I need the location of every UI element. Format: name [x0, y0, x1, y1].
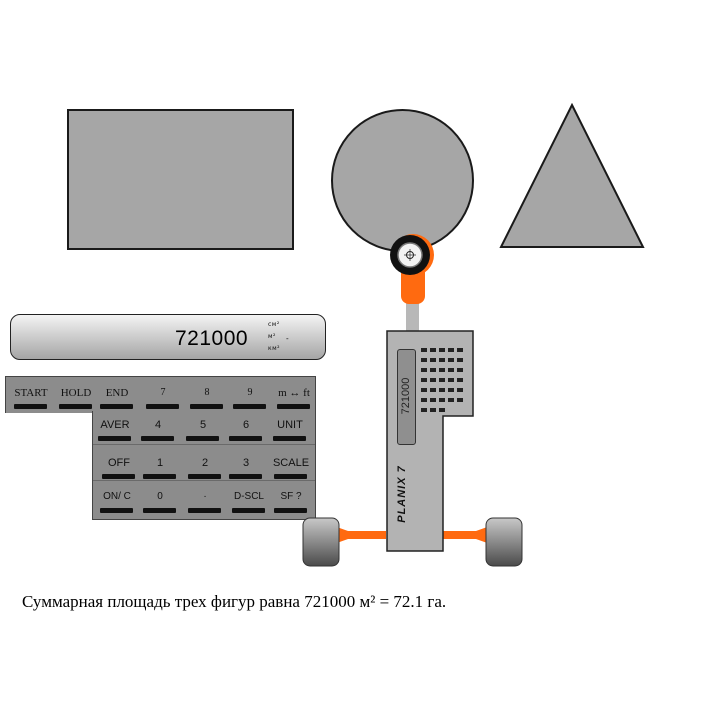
keypad-main: AVER 4 5 6 UNIT OFF 1 2 3 SCALE ON/ C 0 … [92, 411, 316, 520]
key-aver[interactable]: AVER [95, 413, 135, 443]
key-unit[interactable]: UNIT [270, 413, 310, 443]
circle-shape [331, 109, 474, 252]
planimeter-brand: PLANIX 7 [396, 465, 408, 523]
display-value: 721000 [175, 327, 249, 350]
rectangle-shape [67, 109, 294, 250]
key-2[interactable]: 2 [185, 451, 225, 481]
key-9[interactable]: 9 [230, 381, 270, 411]
keypad-top-row: START HOLD END 7 8 9 m ↔ ft [5, 376, 316, 413]
unit-selected-marker: - [286, 334, 289, 343]
tracer-arm-joint [401, 272, 425, 304]
roller-wheel-right [485, 517, 523, 567]
key-6[interactable]: 6 [226, 413, 266, 443]
lcd-display [10, 314, 326, 360]
unit-cm2: см² [268, 321, 280, 328]
triangle-shape [499, 103, 645, 249]
key-7[interactable]: 7 [143, 381, 183, 411]
keypad-divider [93, 444, 315, 445]
tracer-arm [406, 303, 419, 335]
key-start[interactable]: START [11, 381, 51, 411]
planimeter-keypad [420, 346, 466, 420]
key-off[interactable]: OFF [99, 451, 139, 481]
tracer-lens-icon[interactable] [388, 230, 438, 280]
key-sf[interactable]: SF ? [271, 485, 311, 515]
key-3[interactable]: 3 [226, 451, 266, 481]
key-1[interactable]: 1 [140, 451, 180, 481]
key-decimal[interactable]: · [185, 485, 225, 515]
key-end[interactable]: END [97, 381, 137, 411]
roller-wheel-left [302, 517, 340, 567]
unit-m2: м² [268, 333, 276, 340]
key-hold[interactable]: HOLD [56, 381, 96, 411]
key-8[interactable]: 8 [187, 381, 227, 411]
roller-axle-right [440, 522, 490, 548]
key-4[interactable]: 4 [138, 413, 178, 443]
key-on-c[interactable]: ON/ C [97, 485, 137, 515]
result-caption: Суммарная площадь трех фигур равна 72100… [22, 592, 447, 611]
planimeter-display-window [397, 349, 416, 445]
key-d-scl[interactable]: D-SCL [229, 485, 269, 515]
key-scale[interactable]: SCALE [271, 451, 311, 481]
roller-axle-left [334, 522, 386, 548]
planimeter-display-value: 721000 [400, 377, 412, 415]
keypad-divider [93, 480, 315, 481]
key-0[interactable]: 0 [140, 485, 180, 515]
key-5[interactable]: 5 [183, 413, 223, 443]
unit-km2: км² [268, 345, 281, 352]
key-m-ft[interactable]: m ↔ ft [274, 381, 314, 411]
